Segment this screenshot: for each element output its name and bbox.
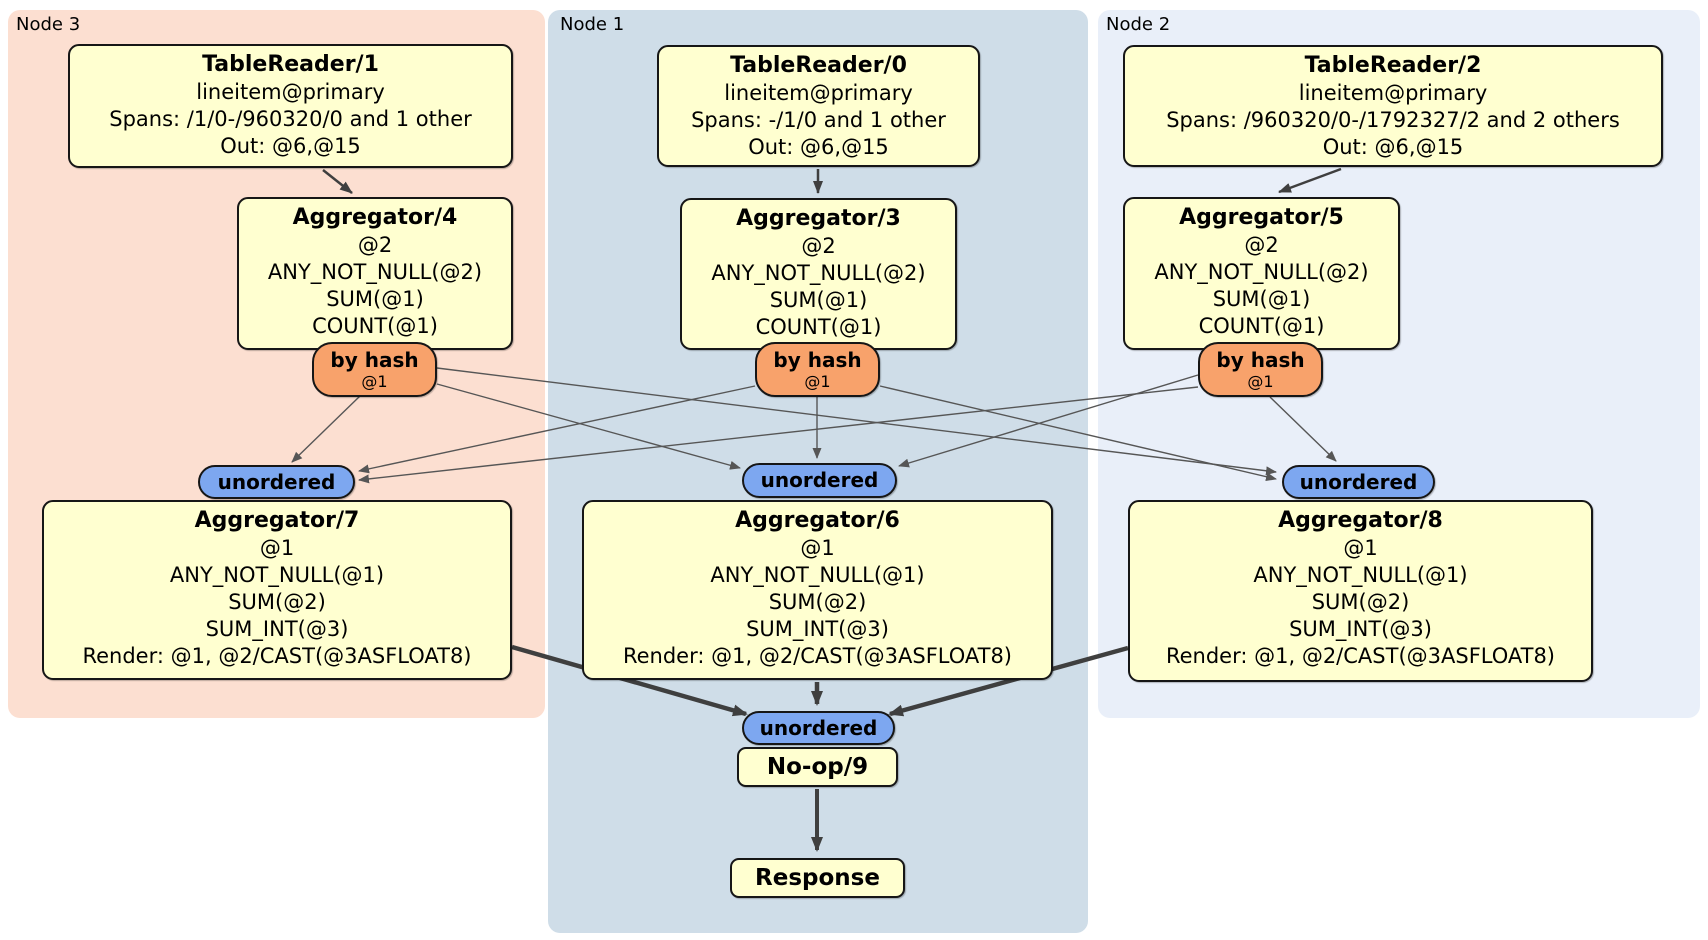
processor-title: Aggregator/6: [735, 508, 900, 533]
processor-tablereader-0: TableReader/0 lineitem@primary Spans: -/…: [657, 45, 980, 167]
edge-byhash5-u8: [1269, 396, 1337, 462]
processor-noop-9: No-op/9: [737, 747, 898, 787]
processor-title: Aggregator/4: [292, 205, 458, 230]
processor-line: lineitem@primary: [724, 81, 913, 105]
processor-title: TableReader/1: [202, 52, 379, 77]
router-detail: @1: [804, 372, 831, 391]
processor-line: Render: @1, @2/CAST(@3ASFLOAT8): [82, 644, 472, 668]
processor-aggregator-5: Aggregator/5 @2 ANY_NOT_NULL(@2) SUM(@1)…: [1123, 197, 1400, 350]
processor-tablereader-1: TableReader/1 lineitem@primary Spans: /1…: [68, 44, 513, 168]
processor-title: Aggregator/7: [194, 508, 360, 533]
processor-line: SUM(@2): [1311, 590, 1410, 614]
processor-title: TableReader/0: [730, 53, 907, 78]
processor-line: SUM(@1): [769, 288, 868, 312]
edge-byhash4-u7: [291, 395, 361, 463]
synchronizer-unordered-9: unordered: [742, 711, 895, 745]
processor-line: @1: [800, 536, 835, 560]
processor-line: Out: @6,@15: [1322, 135, 1464, 159]
processor-line: SUM(@2): [768, 590, 867, 614]
processor-line: SUM(@1): [1212, 287, 1311, 311]
router-label: by hash: [330, 348, 419, 372]
processor-line: ANY_NOT_NULL(@1): [710, 563, 925, 587]
processor-aggregator-7: Aggregator/7 @1 ANY_NOT_NULL(@1) SUM(@2)…: [42, 500, 512, 680]
router-detail: @1: [361, 372, 388, 391]
processor-aggregator-3: Aggregator/3 @2 ANY_NOT_NULL(@2) SUM(@1)…: [680, 198, 957, 350]
processor-line: COUNT(@1): [312, 314, 438, 338]
panel-label-node-3: Node 3: [16, 14, 81, 35]
processor-line: Spans: /960320/0-/1792327/2 and 2 others: [1166, 108, 1620, 132]
processor-response: Response: [730, 858, 905, 898]
synchronizer-unordered-8: unordered: [1282, 465, 1435, 499]
processor-line: ANY_NOT_NULL(@1): [169, 563, 385, 587]
processor-aggregator-8: Aggregator/8 @1 ANY_NOT_NULL(@1) SUM(@2)…: [1128, 500, 1593, 682]
synchronizer-unordered-6: unordered: [742, 463, 897, 498]
synchronizer-unordered-7: unordered: [198, 465, 355, 499]
processor-aggregator-6: Aggregator/6 @1 ANY_NOT_NULL(@1) SUM(@2)…: [582, 500, 1053, 680]
processor-title: Aggregator/5: [1179, 205, 1344, 230]
processor-line: SUM_INT(@3): [1289, 617, 1432, 641]
panel-label-node-1: Node 1: [560, 14, 625, 35]
edge-byhash5-u6: [898, 374, 1199, 468]
processor-line: SUM(@2): [228, 590, 326, 614]
processor-line: @2: [357, 233, 393, 257]
edge-tr1-agg4: [322, 169, 353, 194]
edge-byhash3-u7: [358, 385, 756, 474]
processor-line: SUM_INT(@3): [746, 617, 889, 641]
edge-agg7-u9: [511, 644, 748, 717]
processor-line: @1: [259, 536, 295, 560]
processor-line: @1: [1343, 536, 1378, 560]
edge-byhash4-u8: [436, 367, 1277, 476]
edge-byhash3-u8: [879, 385, 1277, 482]
processor-line: @2: [801, 234, 836, 258]
edge-byhash5-u7: [358, 386, 1199, 484]
router-by-hash-3: by hash @1: [755, 342, 880, 397]
processor-line: ANY_NOT_NULL(@2): [267, 260, 483, 284]
processor-line: ANY_NOT_NULL(@2): [711, 261, 926, 285]
processor-line: COUNT(@1): [1198, 314, 1325, 338]
processor-line: ANY_NOT_NULL(@2): [1154, 260, 1369, 284]
processor-line: Render: @1, @2/CAST(@3ASFLOAT8): [1165, 644, 1556, 668]
processor-tablereader-2: TableReader/2 lineitem@primary Spans: /9…: [1123, 45, 1663, 167]
processor-title: TableReader/2: [1304, 53, 1482, 78]
processor-line: @2: [1244, 233, 1279, 257]
router-detail: @1: [1247, 372, 1274, 391]
processor-title: Aggregator/8: [1278, 508, 1443, 533]
processor-title: Aggregator/3: [736, 206, 901, 231]
processor-aggregator-4: Aggregator/4 @2 ANY_NOT_NULL(@2) SUM(@1)…: [237, 197, 513, 350]
processor-line: lineitem@primary: [1298, 81, 1488, 105]
processor-line: ANY_NOT_NULL(@1): [1253, 563, 1468, 587]
edge-agg8-u9: [888, 645, 1129, 717]
edge-tr2-agg5: [1278, 167, 1342, 194]
router-label: by hash: [773, 348, 862, 372]
processor-line: Render: @1, @2/CAST(@3ASFLOAT8): [622, 644, 1013, 668]
router-label: by hash: [1216, 348, 1305, 372]
panel-label-node-2: Node 2: [1106, 14, 1171, 35]
processor-line: lineitem@primary: [196, 80, 385, 104]
processor-line: SUM_INT(@3): [205, 617, 349, 641]
router-by-hash-5: by hash @1: [1198, 342, 1323, 397]
processor-line: SUM(@1): [326, 287, 424, 311]
edge-byhash4-u6: [436, 383, 741, 470]
processor-line: COUNT(@1): [755, 315, 882, 339]
processor-line: Spans: -/1/0 and 1 other: [691, 108, 946, 132]
router-by-hash-4: by hash @1: [312, 342, 437, 397]
processor-line: Out: @6,@15: [220, 134, 361, 158]
processor-line: Out: @6,@15: [748, 135, 889, 159]
processor-line: Spans: /1/0-/960320/0 and 1 other: [109, 107, 472, 131]
